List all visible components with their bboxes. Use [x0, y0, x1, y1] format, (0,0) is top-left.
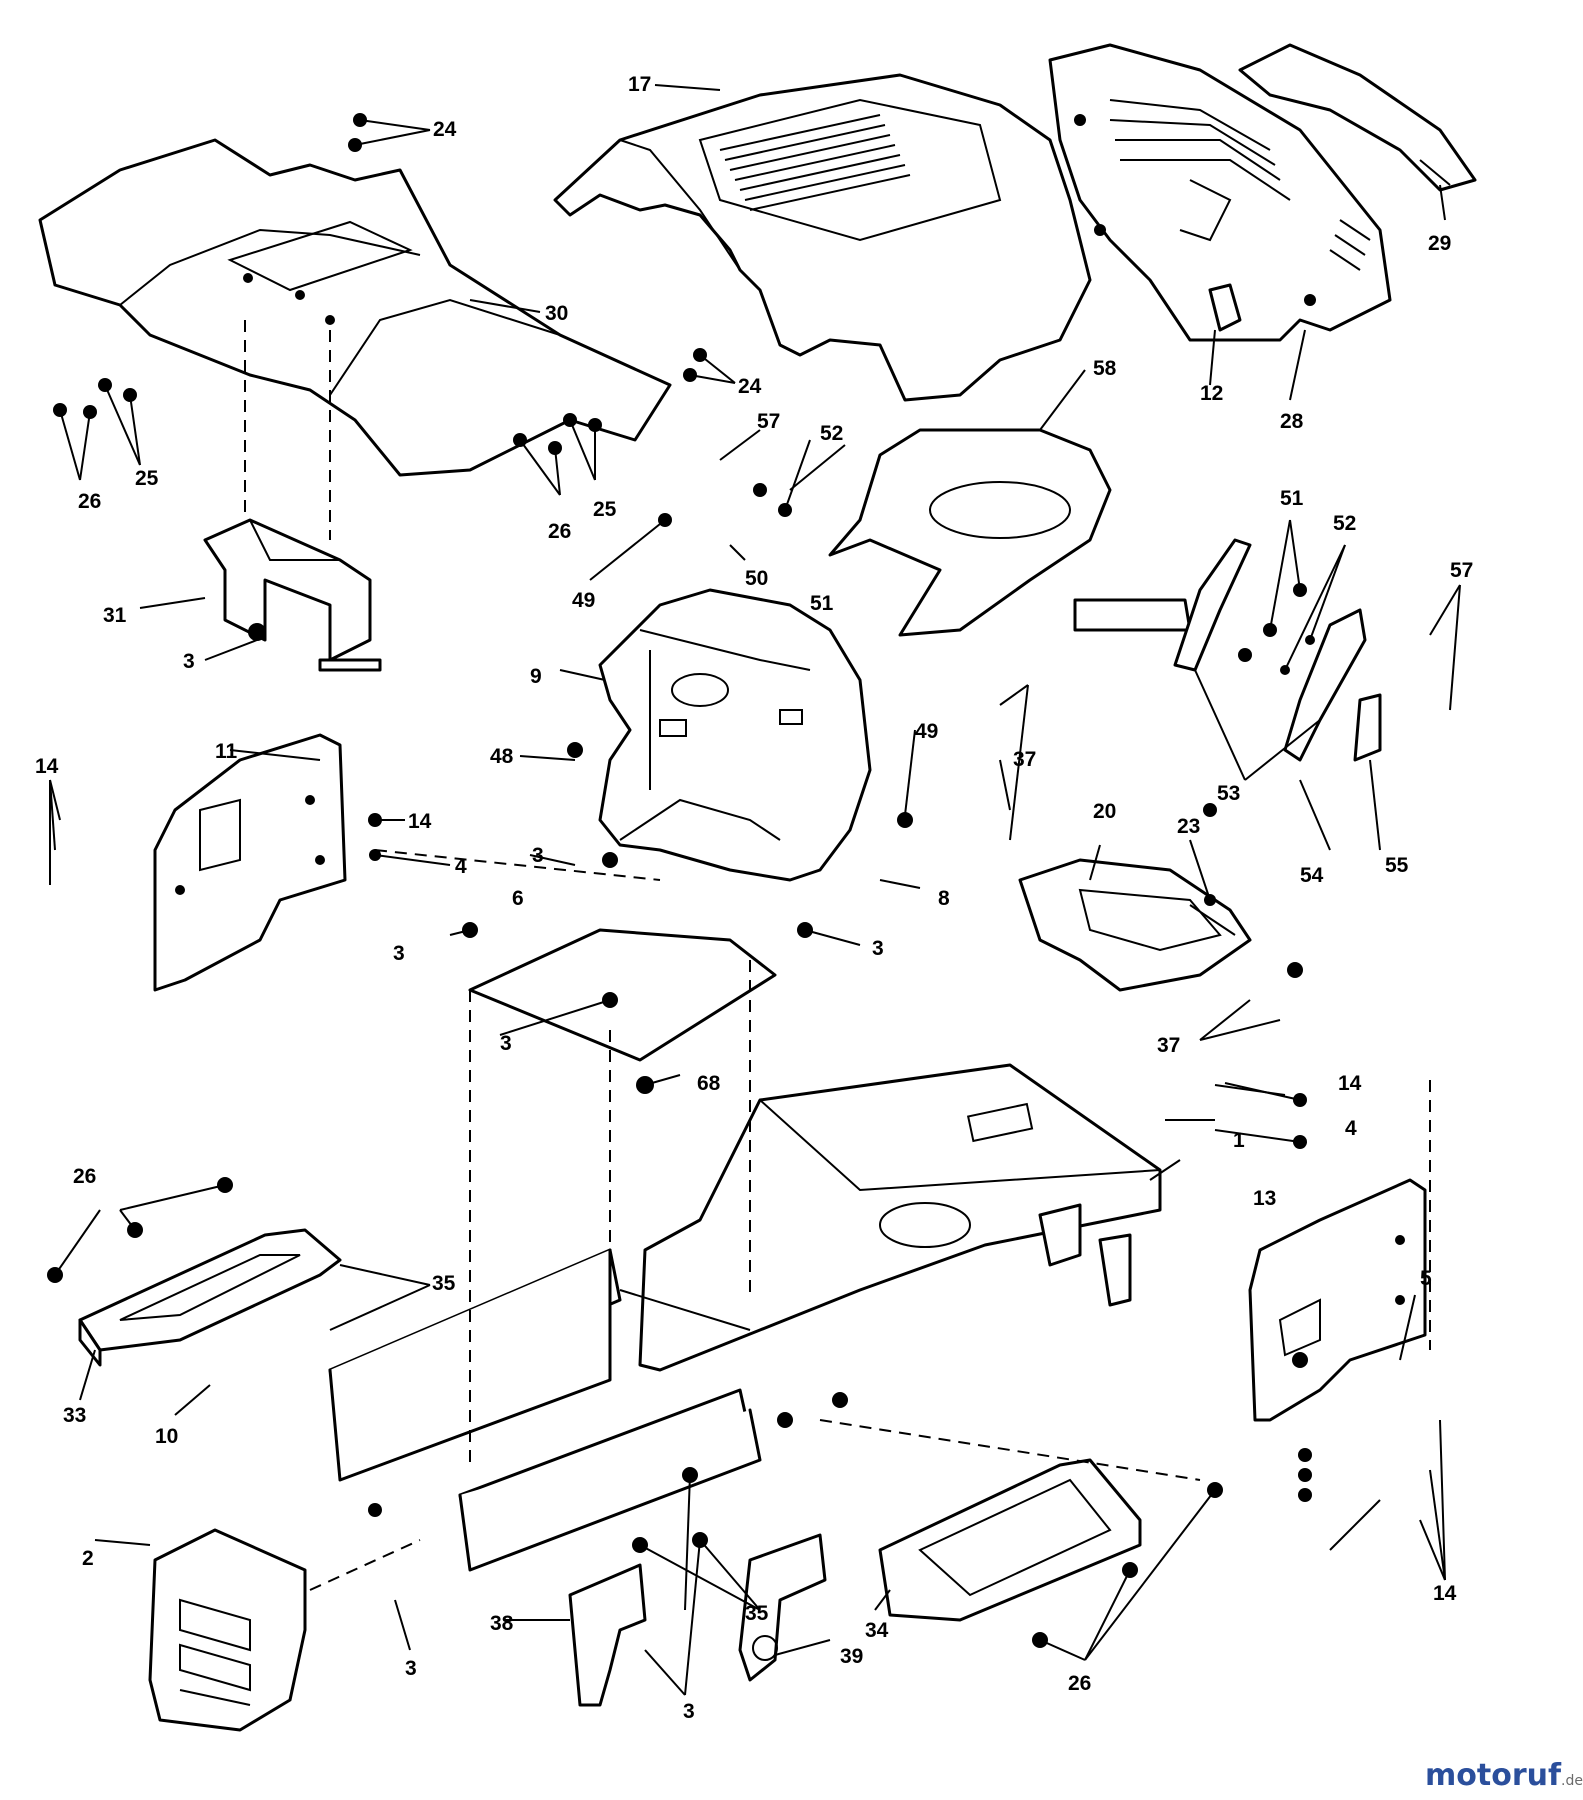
callout-39: 39 [840, 1645, 863, 1668]
callout-38: 38 [490, 1612, 514, 1635]
svg-text:motoruf.de: motoruf.de [1425, 1758, 1583, 1793]
callout-26-top: 26 [73, 1165, 96, 1188]
part-2-front-plate [148, 1528, 307, 1732]
callout-6: 6 [512, 887, 524, 910]
callout-34: 34 [865, 1619, 889, 1642]
callout-49-right: 49 [915, 720, 938, 743]
part-38-bracket [568, 1563, 647, 1707]
callout-54: 54 [1300, 864, 1324, 887]
callout-57-top: 57 [757, 410, 780, 433]
callout-49-left: 49 [572, 589, 595, 612]
callout-24-top: 24 [433, 118, 457, 141]
callout-33: 33 [63, 1404, 86, 1427]
callout-26-left: 26 [78, 490, 101, 513]
callout-57-right: 57 [1450, 559, 1473, 582]
part-20-pedal-plate [1018, 858, 1252, 992]
callout-26-bottom: 26 [1068, 1672, 1091, 1695]
callout-14-right: 14 [1338, 1072, 1362, 1095]
callout-31: 31 [103, 604, 127, 627]
callout-25-left: 25 [135, 467, 159, 490]
callout-4-right: 4 [1345, 1117, 1357, 1140]
watermark: motoruf.de [1425, 1758, 1583, 1793]
part-39-bracket [738, 1533, 827, 1682]
callout-53: 53 [1217, 782, 1240, 805]
callout-26-mid: 26 [548, 520, 571, 543]
callout-37-bottom: 37 [1157, 1034, 1180, 1057]
part-31-bracket [203, 518, 382, 672]
callout-58: 58 [1093, 357, 1117, 380]
watermark-suffix: .de [1561, 1773, 1583, 1789]
callout-3-b: 3 [532, 844, 544, 867]
callout-37-top: 37 [1013, 748, 1036, 771]
callouts: 17 24 30 24 29 12 28 58 57 52 25 26 25 2… [35, 73, 1473, 1723]
part-9-dash-panel [598, 588, 872, 882]
callout-14-mid: 14 [408, 810, 432, 833]
callout-8: 8 [938, 887, 950, 910]
callout-3-f: 3 [405, 1657, 417, 1680]
callout-3-a: 3 [183, 650, 195, 673]
part-11-side-panel-left [153, 733, 347, 992]
callout-3-e: 3 [500, 1032, 512, 1055]
callout-3-g: 3 [683, 1700, 695, 1723]
callout-29: 29 [1428, 232, 1451, 255]
part-28-grille [1048, 43, 1392, 342]
callout-14-bottom: 14 [1433, 1582, 1457, 1605]
callout-35-bottom: 35 [745, 1602, 769, 1625]
part-30-rear-fender [38, 138, 672, 477]
watermark-brand: motoruf [1425, 1758, 1562, 1793]
callout-51-left: 51 [810, 592, 834, 615]
callout-25-mid: 25 [593, 498, 617, 521]
callout-2: 2 [82, 1547, 94, 1570]
callout-10: 10 [155, 1425, 178, 1448]
part-58-shield [828, 428, 1112, 637]
callout-52-top: 52 [820, 422, 843, 445]
callout-23: 23 [1177, 815, 1200, 838]
hood-vent-slots [719, 114, 911, 211]
callout-14-left: 14 [35, 755, 59, 778]
callout-5: 5 [1420, 1267, 1432, 1290]
part-12-clip [1208, 283, 1242, 332]
callout-35-left: 35 [432, 1272, 456, 1295]
callout-11: 11 [215, 740, 238, 763]
callout-13: 13 [1253, 1187, 1276, 1210]
part-29-grille-trim [1238, 43, 1477, 192]
callout-4-mid: 4 [455, 855, 467, 878]
callout-68: 68 [697, 1072, 721, 1095]
callout-48: 48 [490, 745, 514, 768]
callout-17: 17 [628, 73, 651, 96]
callout-30: 30 [545, 302, 568, 325]
alignment-lines [244, 320, 1431, 1591]
part-6-plate [468, 928, 777, 1062]
part-33-footrest-left [78, 1228, 342, 1367]
part-34-footrest-right [878, 1458, 1142, 1622]
callout-3-c: 3 [393, 942, 405, 965]
part-13-side-panel-right [1248, 1178, 1427, 1422]
callout-50: 50 [745, 567, 768, 590]
callout-3-d: 3 [872, 937, 884, 960]
callout-52-right: 52 [1333, 512, 1356, 535]
callout-55: 55 [1385, 854, 1409, 877]
callout-9: 9 [530, 665, 542, 688]
callout-24-mid: 24 [738, 375, 762, 398]
part-53-brackets [1073, 538, 1382, 762]
callout-1: 1 [1233, 1129, 1245, 1152]
leader-lines [49, 84, 1461, 1696]
callout-12: 12 [1200, 382, 1223, 405]
part-17-hood [553, 73, 1092, 402]
callout-51-right: 51 [1280, 487, 1304, 510]
callout-20: 20 [1093, 800, 1116, 823]
callout-28: 28 [1280, 410, 1304, 433]
part-1-frame [328, 1063, 1162, 1572]
